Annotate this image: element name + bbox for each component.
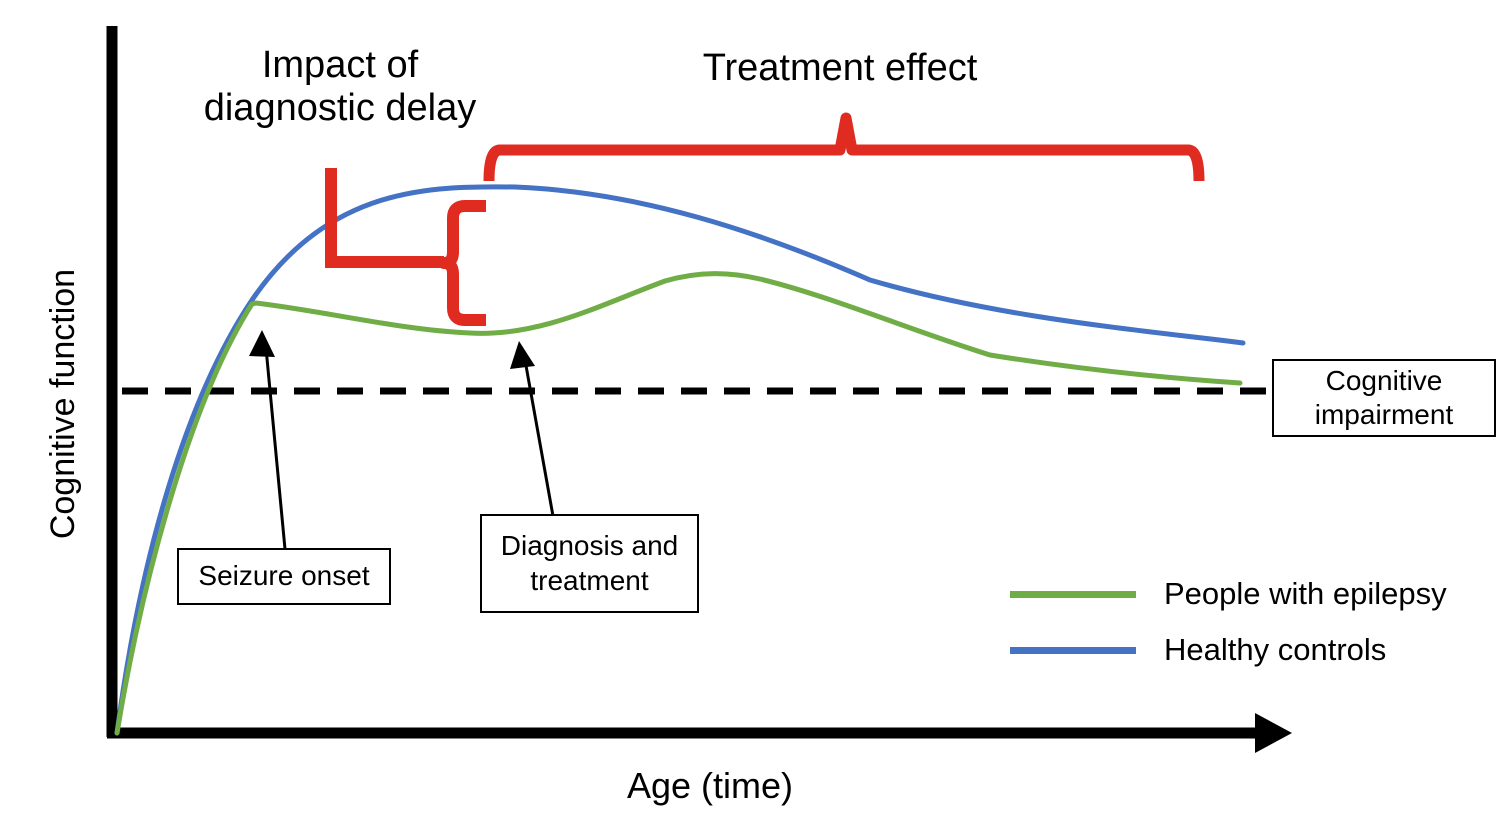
legend-swatch-icon-healthy-controls [1010, 646, 1136, 654]
diagnosis-treatment-arrowhead [510, 341, 535, 369]
diagnostic-delay-bracket-stem [325, 168, 444, 268]
cognitive-impairment-callout: Cognitive impairment [1272, 359, 1496, 437]
diagnostic-delay-bracket-brace [438, 200, 486, 326]
treatment-effect-heading: Treatment effect [702, 47, 978, 89]
treatment-effect-bracket [483, 112, 1205, 182]
legend-label-people-with-epilepsy: People with epilepsy [1164, 576, 1447, 611]
legend-label-healthy-controls: Healthy controls [1164, 632, 1387, 667]
healthy-controls-curve [114, 184, 1246, 736]
diagnosis-and-treatment-callout: Diagnosis and treatment [480, 514, 699, 613]
y-axis-title: Cognitive function [43, 268, 82, 540]
legend-item-people-with-epilepsy: People with epilepsy [1010, 566, 1447, 622]
people-with-epilepsy-curve [114, 271, 1243, 736]
seizure-onset-arrowhead [249, 330, 275, 357]
x-axis-title: Age (time) [626, 765, 794, 806]
seizure-onset-leader-line [264, 347, 287, 550]
diagnosis-treatment-leader-line [523, 359, 555, 517]
seizure-onset-callout: Seizure onset [177, 548, 391, 605]
legend-item-healthy-controls: Healthy controls [1010, 622, 1440, 678]
legend-swatch-icon-people-with-epilepsy [1010, 590, 1136, 598]
x-axis-arrowhead [1255, 713, 1292, 753]
impact-of-diagnostic-delay-heading: Impact of diagnostic delay [203, 44, 477, 129]
legend: People with epilepsy Healthy controls [1010, 566, 1447, 678]
